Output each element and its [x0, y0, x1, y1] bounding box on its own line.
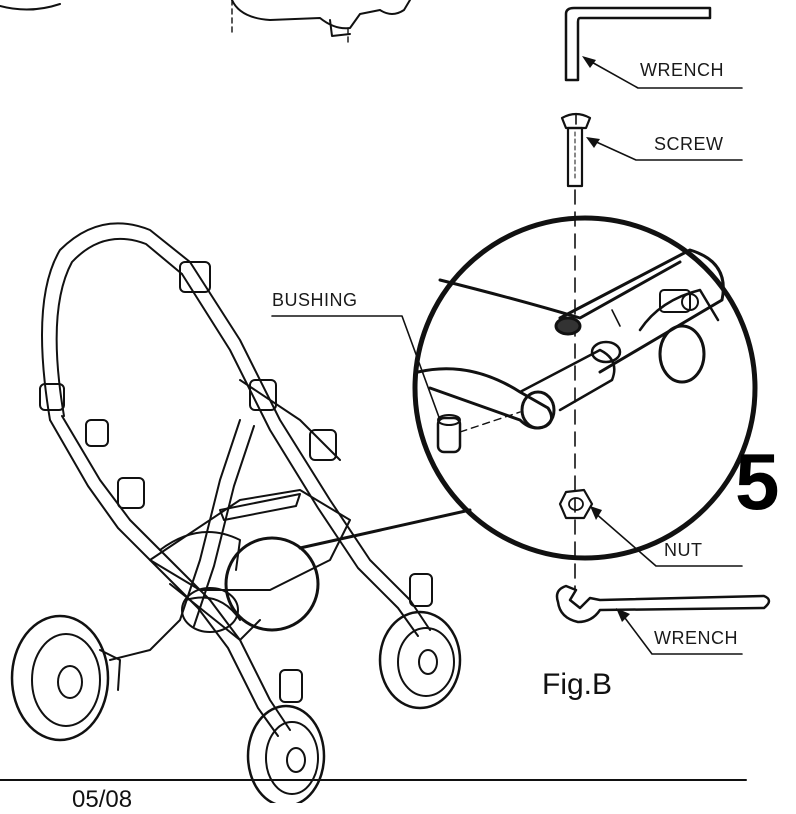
screw-drawing — [560, 112, 592, 188]
front-right-wheel — [378, 610, 462, 710]
label-screw: SCREW — [654, 134, 724, 154]
figure-caption: Fig.B — [542, 668, 613, 701]
nut-drawing — [558, 488, 594, 520]
bushing-leader — [271, 315, 441, 421]
wrench-bottom-leader — [621, 613, 743, 655]
rear-right-wheel — [181, 587, 239, 633]
open-wrench-drawing — [555, 584, 771, 624]
stroller-frame-drawing — [39, 222, 433, 737]
detail-source-circle — [224, 536, 320, 632]
detail-magnifier-circle — [412, 215, 758, 561]
label-wrench-bottom: WRENCH — [654, 628, 738, 648]
wrench-top-leader — [587, 59, 743, 89]
page-number: 05/08 — [72, 786, 133, 813]
label-nut: NUT — [664, 540, 703, 560]
front-left-wheel — [246, 704, 326, 803]
previous-figure-fragment — [0, 0, 411, 47]
screw-leader — [591, 139, 743, 161]
step-number: 5 — [735, 437, 780, 526]
label-wrench-top: WRENCH — [640, 60, 724, 80]
label-bushing: BUSHING — [272, 290, 358, 310]
allen-wrench-drawing — [564, 6, 712, 82]
magnifier-connector — [298, 508, 472, 550]
rear-left-wheel — [10, 614, 121, 742]
nut-leader — [593, 511, 743, 567]
